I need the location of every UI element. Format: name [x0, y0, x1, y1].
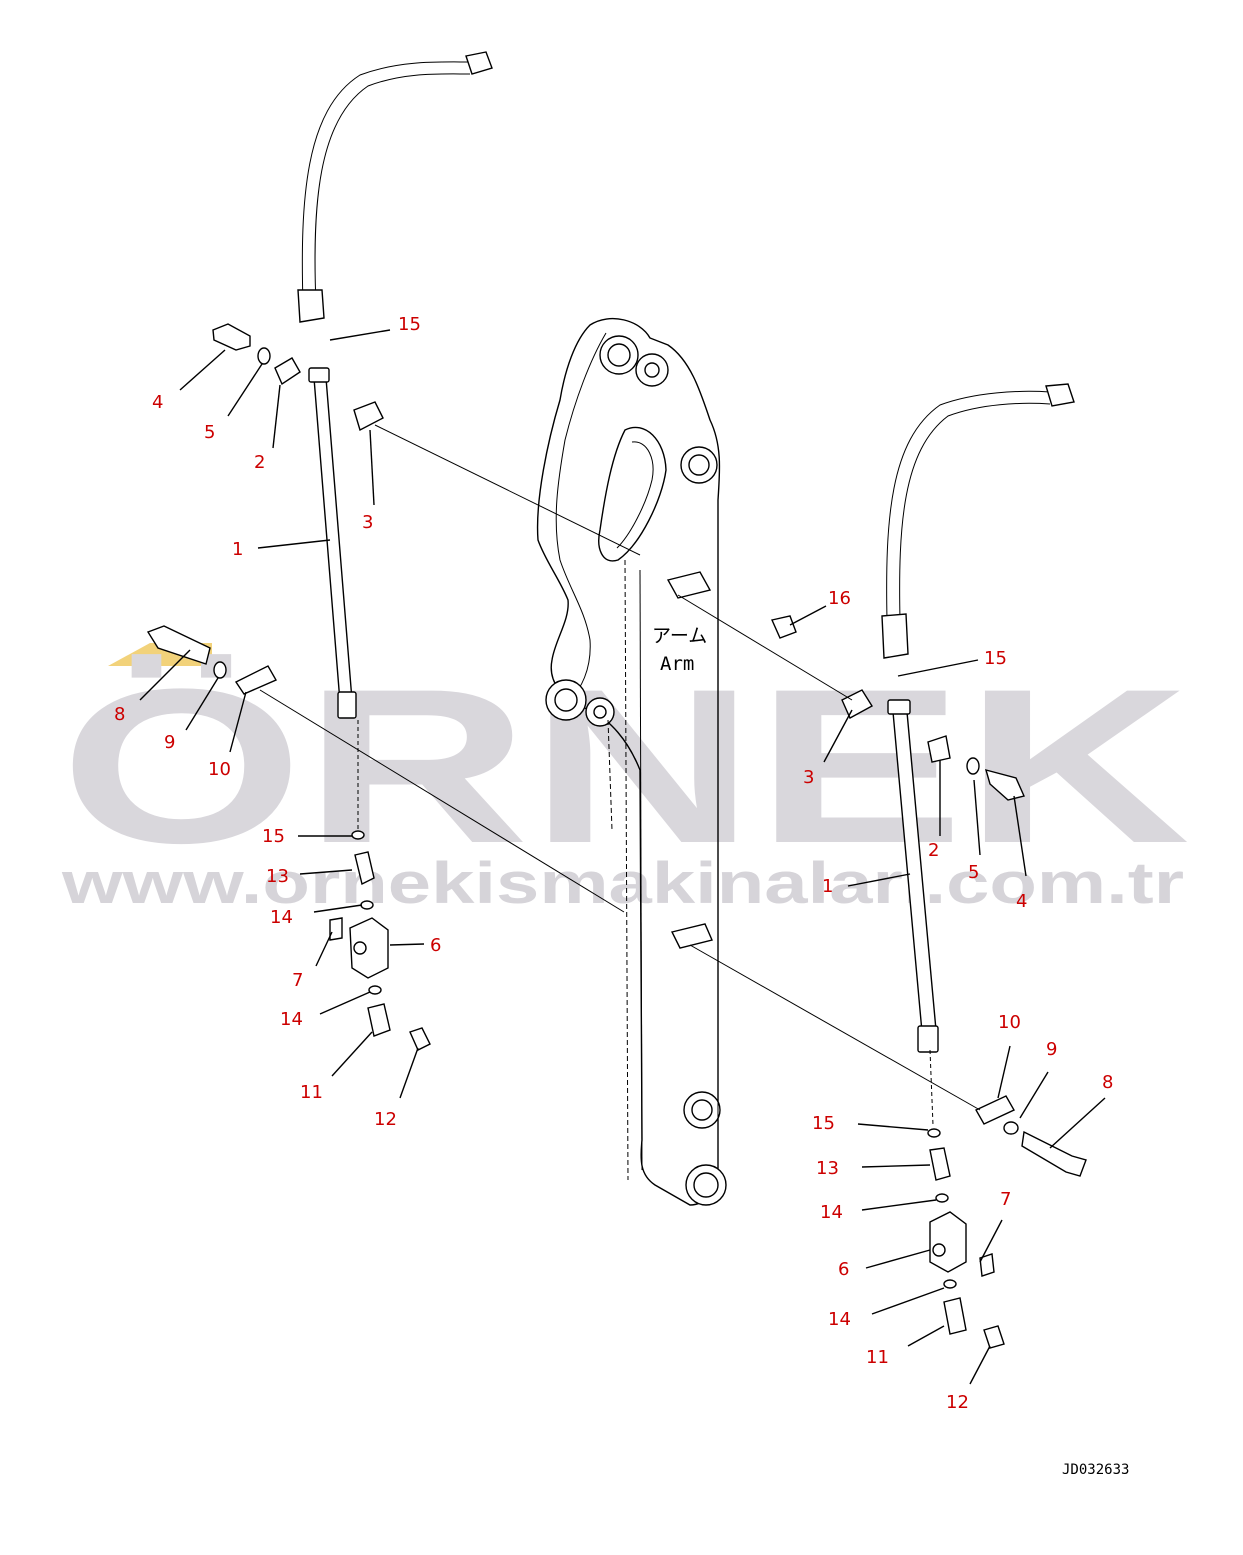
- arm-label-jp: アーム: [652, 625, 707, 647]
- callout-left-5: 5: [204, 422, 215, 443]
- document-id: JD032633: [1062, 1462, 1129, 1478]
- callout-right-9: 9: [1046, 1039, 1057, 1060]
- callout-left-4: 4: [152, 392, 163, 413]
- callout-right-5: 5: [968, 862, 979, 883]
- callout-right-16: 16: [828, 588, 851, 609]
- callout-left-13: 13: [266, 866, 289, 887]
- watermark: ÖRNEK www.ornekismakinalari.com.tr: [60, 643, 1190, 916]
- callout-right-15: 15: [984, 648, 1007, 669]
- callout-right-13: 13: [816, 1158, 839, 1179]
- callout-left-1: 1: [232, 539, 243, 560]
- arm-label-en: Arm: [660, 653, 694, 675]
- callout-right-12: 12: [946, 1392, 969, 1413]
- callout-right-14: 14: [820, 1202, 843, 1223]
- callout-right-2: 2: [928, 840, 939, 861]
- right-hose-assembly: [677, 383, 1087, 1349]
- callout-left-14: 14: [270, 907, 293, 928]
- watermark-url: www.ornekismakinalari.com.tr: [61, 851, 1184, 916]
- callout-left-3: 3: [362, 512, 373, 533]
- callout-right-6: 6: [838, 1259, 849, 1280]
- callout-right-14: 14: [828, 1309, 851, 1330]
- callout-right-1: 1: [822, 876, 833, 897]
- callout-left-12: 12: [374, 1109, 397, 1130]
- callout-left-2: 2: [254, 452, 265, 473]
- callout-left-11: 11: [300, 1082, 323, 1103]
- callout-left-9: 9: [164, 732, 175, 753]
- callout-right-4: 4: [1016, 891, 1027, 912]
- callout-right-8: 8: [1102, 1072, 1113, 1093]
- callout-left-15: 15: [398, 314, 421, 335]
- callout-right-15: 15: [812, 1113, 835, 1134]
- callout-left-10: 10: [208, 759, 231, 780]
- callout-right-7: 7: [1000, 1189, 1011, 1210]
- arm-body: アーム Arm: [536, 317, 727, 1206]
- callout-left-15: 15: [262, 826, 285, 847]
- callout-right-11: 11: [866, 1347, 889, 1368]
- callout-right-3: 3: [803, 767, 814, 788]
- callout-left-8: 8: [114, 704, 125, 725]
- callout-right-10: 10: [998, 1012, 1021, 1033]
- callout-left-7: 7: [292, 970, 303, 991]
- callout-numbers: 15 4 5 2 3 1 8 9 10 15 13 14 7 6 14 11 12 16 15 3 2 5 4 1 10 9 8 15…: [114, 314, 1113, 1413]
- callout-leaders: [139, 329, 1106, 1385]
- left-hose-assembly: [146, 51, 641, 1051]
- callout-left-6: 6: [430, 935, 441, 956]
- callout-left-14: 14: [280, 1009, 303, 1030]
